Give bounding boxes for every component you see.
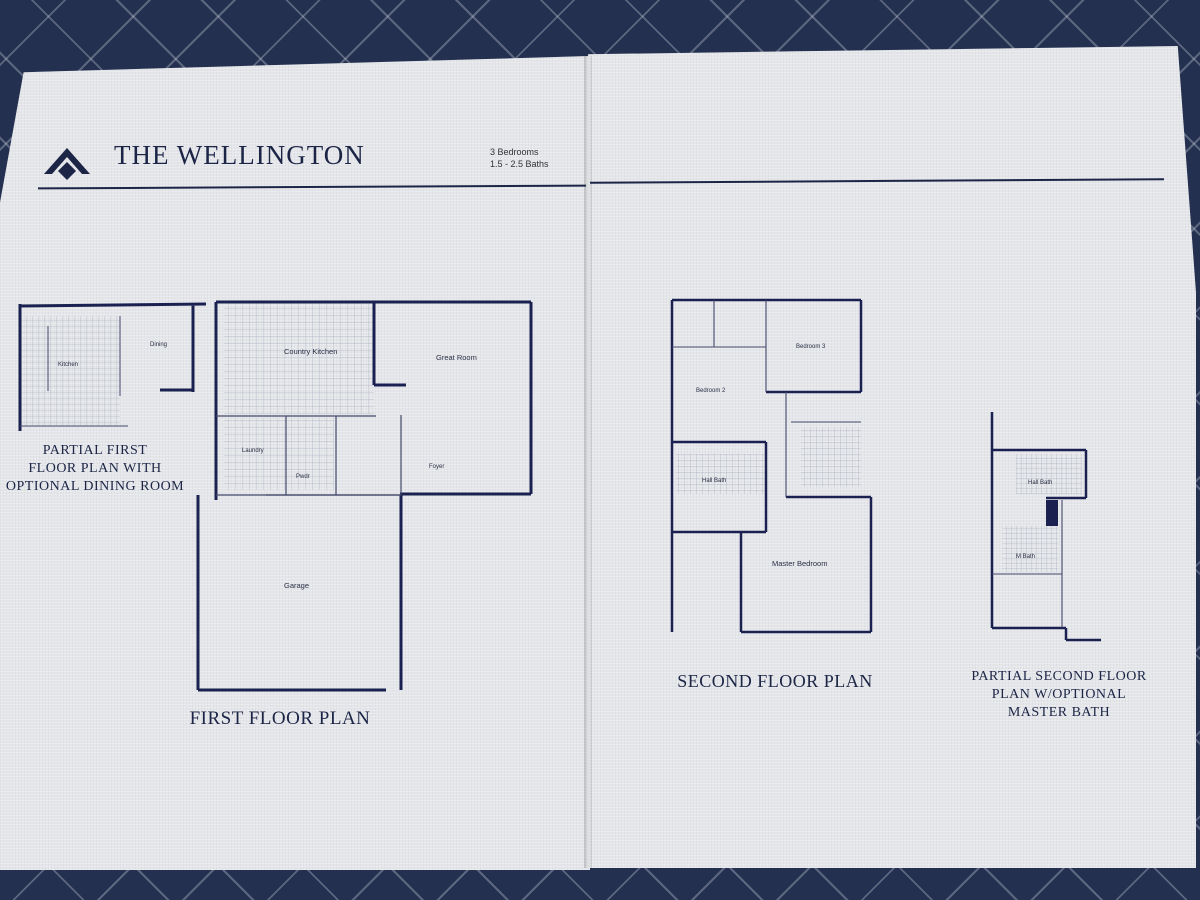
partial-kitchen-label: Kitchen [58,362,78,368]
partial-dining-label: Dining [150,342,167,348]
partial-second-caption-line2: PLAN W/OPTIONAL [991,687,1127,702]
partial-first-caption-line2: FLOOR PLAN WITH [28,461,162,476]
builder-logo-icon [44,148,90,180]
foyer-label: Foyer [429,464,444,470]
hall-bath-label: Hall Bath [702,478,726,484]
first-floor-caption: FIRST FLOOR PLAN [189,708,371,729]
plan-specs: 3 Bedrooms 1.5 - 2.5 Baths [490,146,549,170]
laundry-label: Laundry [242,448,264,454]
partial-first-caption-line1: PARTIAL FIRST [42,443,148,458]
bedroom-count: 3 Bedrooms [490,147,539,157]
bedroom3-label: Bedroom 3 [796,344,826,350]
second-floor-caption: SECOND FLOOR PLAN [677,671,873,691]
bath-count: 1.5 - 2.5 Baths [490,159,549,169]
partial-first-caption: PARTIAL FIRST FLOOR PLAN WITH OPTIONAL D… [0,442,190,496]
powder-room-label: Pwdr [296,474,310,480]
country-kitchen-label: Country Kitchen [284,347,337,356]
plan-title: THE WELLINGTON [114,140,365,170]
second-floor-plan: Bedroom 3 Bedroom 2 Hall Bath Master Bed… [670,298,873,634]
master-bath-label: M Bath [1016,554,1035,560]
bedroom2-label: Bedroom 2 [696,388,726,394]
partial-first-caption-line3: OPTIONAL DINING ROOM [5,479,185,494]
master-bedroom-label: Master Bedroom [772,559,827,568]
brochure-spine [584,56,592,868]
first-floor-plan: Country Kitchen Great Room Laundry Pwdr … [196,300,533,692]
partial-first-floor-plan: Kitchen Dining [18,302,207,431]
great-room-label: Great Room [436,353,477,362]
partial-second-caption-line3: MASTER BATH [1007,705,1111,720]
partial-hall-bath-label: Hall Bath [1028,480,1052,486]
brochure-left-page [0,56,590,870]
partial-second-floor-plan: Hall Bath M Bath [990,412,1101,642]
partial-second-caption: PARTIAL SECOND FLOOR PLAN W/OPTIONAL MAS… [944,668,1174,722]
partial-second-caption-line1: PARTIAL SECOND FLOOR [971,669,1147,684]
garage-label: Garage [284,581,309,590]
